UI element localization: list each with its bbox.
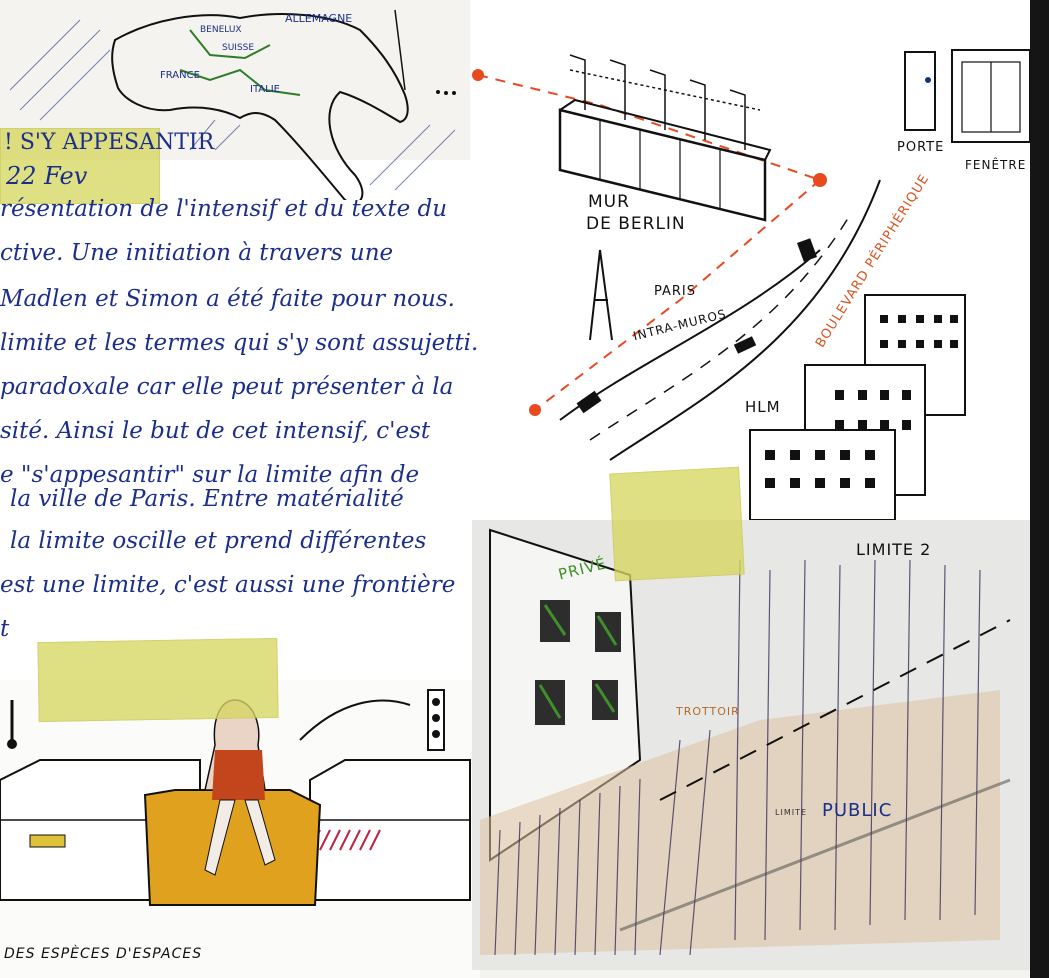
note-line: limite et les termes qui s'y sont assuje… bbox=[0, 330, 479, 356]
label-de-berlin: DE BERLIN bbox=[586, 214, 686, 234]
label-mur: MUR bbox=[588, 192, 630, 212]
note-title: ! S'Y APPESANTIR bbox=[4, 130, 215, 155]
note-line: sité. Ainsi le but de cet intensif, c'es… bbox=[0, 418, 431, 444]
note-line: e "s'appesantir" sur la limite afin de bbox=[0, 462, 420, 488]
map-label-benelux: BENELUX bbox=[200, 25, 242, 35]
note-line: la limite oscille et prend différentes bbox=[10, 528, 427, 554]
map-label-france: FRANCE bbox=[160, 70, 200, 81]
map-label-allemagne: ALLEMAGNE bbox=[285, 12, 352, 25]
label-limite-small: LIMITE bbox=[775, 808, 808, 817]
europe-map: ALLEMAGNE FRANCE BENELUX SUISSE ITALIE bbox=[9, 9, 456, 200]
label-porte: PORTE bbox=[897, 140, 945, 155]
label-fenetre: FENÊTRE bbox=[965, 158, 1027, 172]
note-line: la ville de Paris. Entre matérialité bbox=[10, 486, 404, 512]
note-line: ctive. Une initiation à travers une bbox=[0, 240, 394, 266]
limits-sketch bbox=[436, 49, 1031, 520]
tape-tracing bbox=[609, 466, 745, 582]
tape-title bbox=[0, 128, 160, 204]
label-public: PUBLIC bbox=[822, 800, 893, 821]
label-paris: PARIS bbox=[654, 284, 697, 299]
label-especes: DES ESPÈCES D'ESPACES bbox=[4, 946, 203, 962]
label-limite2: LIMITE 2 bbox=[856, 540, 932, 559]
label-trottoir: TROTTOIR bbox=[676, 705, 740, 718]
note-line: paradoxale car elle peut présenter à la bbox=[0, 374, 454, 400]
note-date: 22 Fev bbox=[6, 162, 88, 190]
map-label-italie: ITALIE bbox=[250, 84, 280, 95]
tape-armchair bbox=[37, 637, 279, 723]
note-line: t bbox=[0, 616, 10, 642]
note-line: est une limite, c'est aussi une frontièr… bbox=[0, 572, 456, 598]
label-hlm: HLM bbox=[745, 398, 781, 416]
armchair-sketch bbox=[0, 689, 471, 906]
note-line: Madlen et Simon a été faite pour nous. bbox=[0, 286, 455, 312]
note-line: résentation de l'intensif et du texte du bbox=[0, 196, 448, 222]
map-label-suisse: SUISSE bbox=[222, 43, 254, 53]
